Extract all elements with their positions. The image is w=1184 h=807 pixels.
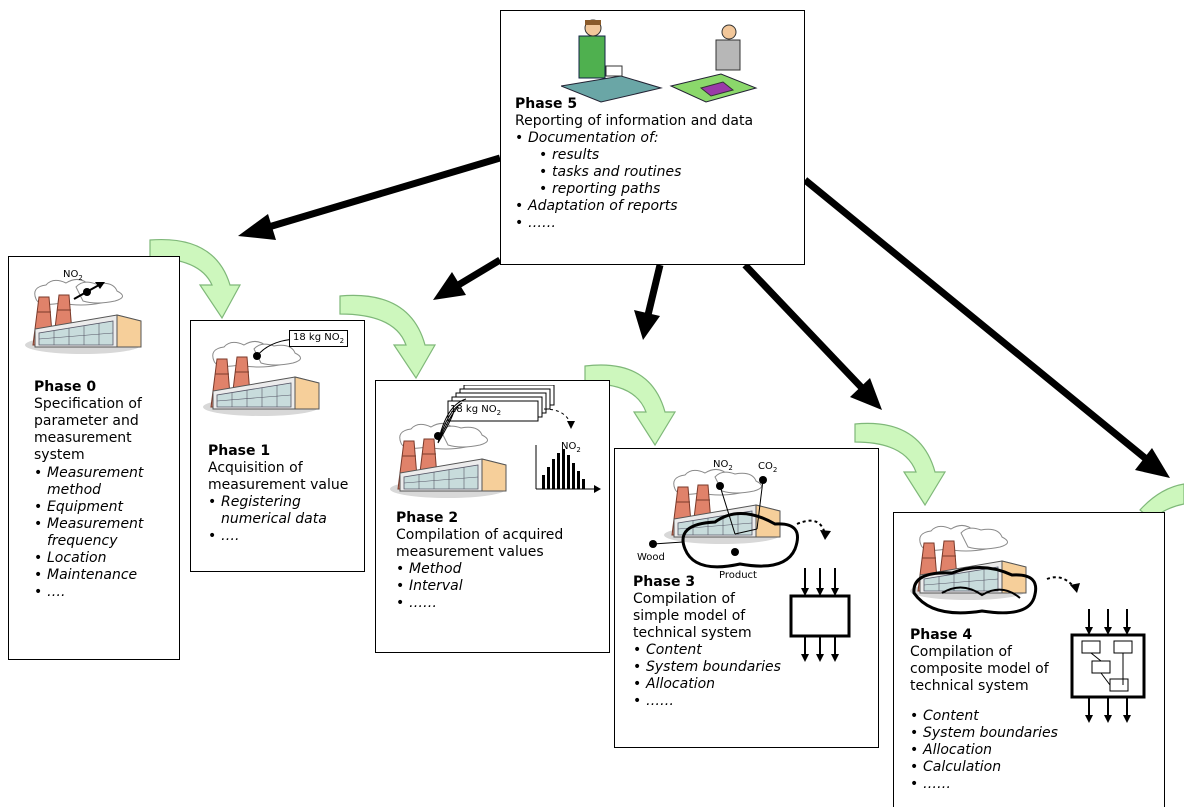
phase-0-title: Phase 0 xyxy=(34,379,97,395)
list-item: Interval xyxy=(396,578,463,595)
list-item: System boundaries xyxy=(633,659,781,676)
list-item: Location xyxy=(34,550,174,567)
list-item: Registering numerical data xyxy=(208,494,363,528)
phase-2-description: Compilation of acquired measurement valu… xyxy=(396,527,564,560)
phase-4-box: Phase 4 Compilation of composite model o… xyxy=(893,512,1165,807)
phase-2-no2-label: NO2 xyxy=(561,441,581,454)
list-item: Maintenance xyxy=(34,567,174,584)
list-item: Calculation xyxy=(910,759,1058,776)
phase-5-items: Documentation of: results tasks and rout… xyxy=(515,130,681,232)
phase-2-measurement-tag: 18 kg NO2 xyxy=(450,404,502,417)
list-item: Documentation of: xyxy=(515,130,681,147)
simple-system-boundary-icon xyxy=(649,476,851,662)
phase-3-co2-label: CO2 xyxy=(758,461,778,474)
list-item: Method xyxy=(396,561,463,578)
list-item: …… xyxy=(633,693,781,710)
phase-0-no2-label: NO2 xyxy=(63,269,83,282)
phase-3-title: Phase 3 xyxy=(633,574,696,590)
list-item: Allocation xyxy=(910,742,1058,759)
list-item: Allocation xyxy=(633,676,781,693)
factory-icon xyxy=(24,278,142,355)
phase-1-items: Registering numerical data …. xyxy=(208,494,363,545)
phase-3-no2-label: NO2 xyxy=(713,459,733,472)
list-item: …. xyxy=(34,584,174,601)
composite-system-boundary-icon xyxy=(912,566,1146,723)
phase-5-title: Phase 5 xyxy=(515,96,578,112)
phase-0-box: NO2 Phase 0 Specification of parameter a… xyxy=(8,256,180,660)
phase-0-description: Specification of parameter and measureme… xyxy=(34,396,142,463)
factory-icon xyxy=(202,339,320,417)
phase-5-description: Reporting of information and data xyxy=(515,113,754,129)
phase-3-product-label: Product xyxy=(719,570,757,581)
phase-1-box: 18 kg NO2 Phase 1 Acquisition of measure… xyxy=(190,320,365,572)
list-item: …. xyxy=(208,528,363,545)
list-item: Equipment xyxy=(34,499,174,516)
phase-1-title: Phase 1 xyxy=(208,443,271,459)
phase-3-items: Content System boundaries Allocation …… xyxy=(633,642,781,710)
phase-4-items: Content System boundaries Allocation Cal… xyxy=(910,708,1058,793)
reporting-arrows xyxy=(238,154,1170,478)
phase-5-reporting-illustration xyxy=(561,19,758,103)
list-item: System boundaries xyxy=(910,725,1058,742)
list-item: …… xyxy=(515,215,681,232)
list-item: …… xyxy=(396,595,463,612)
list-item: Content xyxy=(910,708,1058,725)
list-item: …… xyxy=(910,776,1058,793)
phase-2-items: Method Interval …… xyxy=(396,561,463,612)
phase-4-title: Phase 4 xyxy=(910,627,973,643)
phase-3-box: NO2 CO2 Wood Product Phase 3 Compilation… xyxy=(614,448,879,748)
phase-2-box: 18 kg NO2 NO2 Phase 2 Compilation of acq… xyxy=(375,380,610,653)
phase-1-measurement-tag: 18 kg NO2 xyxy=(289,330,349,347)
list-item: reporting paths xyxy=(515,181,681,198)
list-item: tasks and routines xyxy=(515,164,681,181)
list-item: Content xyxy=(633,642,781,659)
phase-2-title: Phase 2 xyxy=(396,510,459,526)
list-item: results xyxy=(515,147,681,164)
stacked-measurements-icon xyxy=(437,385,601,493)
phase-0-items: Measurement method Equipment Measurement… xyxy=(34,465,174,601)
phase-4-description: Compilation of composite model of techni… xyxy=(910,644,1049,694)
list-item: Adaptation of reports xyxy=(515,198,681,215)
phase-1-description: Acquisition of measurement value xyxy=(208,460,349,493)
phase-5-box: Phase 5 Reporting of information and dat… xyxy=(500,10,805,265)
list-item: Measurement method xyxy=(34,465,174,499)
list-item: Measurement frequency xyxy=(34,516,174,550)
phase-3-description: Compilation of simple model of technical… xyxy=(633,591,752,641)
phase-3-wood-label: Wood xyxy=(637,552,665,563)
